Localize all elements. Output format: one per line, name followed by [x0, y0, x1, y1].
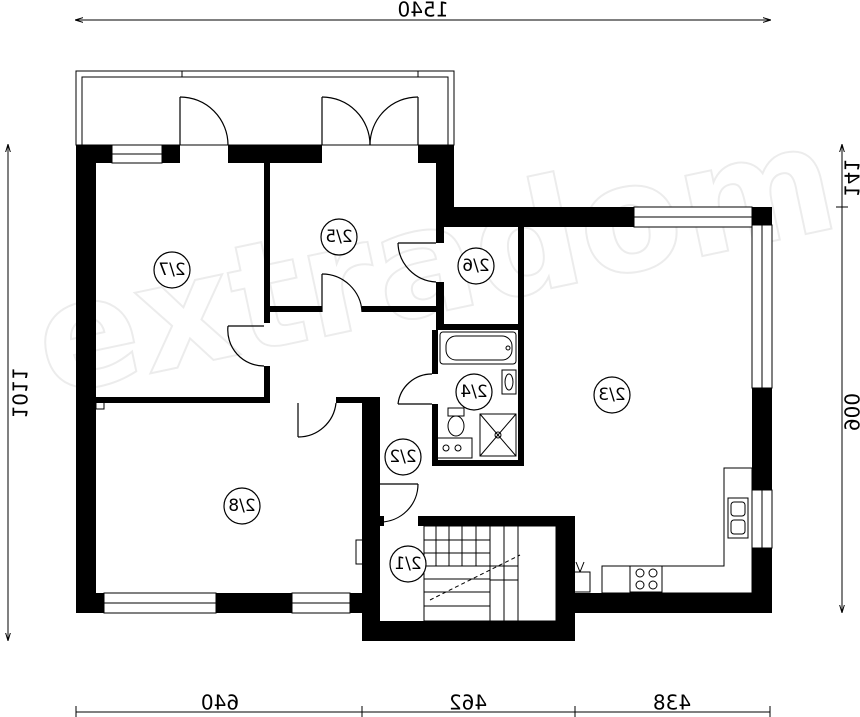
doors — [179, 96, 437, 523]
room-214: 2/4 — [455, 373, 493, 411]
appliance — [571, 571, 591, 593]
wash-basin — [501, 369, 517, 395]
svg-text:2/2: 2/2 — [389, 447, 416, 467]
svg-text:2/7: 2/7 — [158, 260, 185, 280]
svg-text:2/5: 2/5 — [325, 227, 352, 247]
svg-text:2/8: 2/8 — [228, 496, 255, 516]
room-216: 2/6 — [457, 247, 495, 285]
windows — [103, 144, 773, 614]
kitchen-sink — [727, 497, 749, 539]
svg-text:2/3: 2/3 — [598, 385, 625, 405]
wall-fixtures — [95, 398, 365, 565]
toilet-tank — [447, 407, 465, 417]
room-218: 2/8 — [223, 487, 261, 525]
staircase — [423, 525, 557, 622]
dim-top-total: 1540 — [398, 0, 449, 22]
room-labels: 2/7 2/5 2/6 2/3 2/4 2/2 2/8 2/1 — [153, 218, 631, 583]
dim-bottom-2: 462 — [449, 691, 487, 715]
dim-bottom-3: 438 — [653, 691, 691, 715]
dimension-labels: 1540 1011 141 900 640 462 438 — [8, 0, 860, 715]
svg-text:2/4: 2/4 — [460, 382, 487, 402]
room-217: 2/7 — [153, 251, 191, 289]
toilet — [447, 415, 465, 437]
door-jambs — [380, 516, 424, 526]
kitchen-counter — [601, 467, 753, 594]
bathroom-fixtures — [435, 331, 517, 459]
balcony — [75, 70, 455, 146]
kitchen-fixtures — [571, 467, 753, 594]
svg-text:2/1: 2/1 — [394, 554, 421, 574]
boiler — [435, 437, 473, 459]
exterior-walls — [76, 145, 772, 641]
dim-right-upper: 141 — [840, 159, 860, 197]
dim-left-total: 1011 — [8, 368, 32, 419]
hob — [629, 565, 663, 593]
bathtub — [439, 331, 517, 365]
room-211: 2/1 — [389, 545, 427, 583]
dim-bottom-1: 640 — [201, 691, 239, 715]
dimension-lines — [8, 20, 848, 717]
room-215: 2/5 — [320, 218, 358, 256]
room-212: 2/2 — [384, 438, 422, 476]
interior-walls — [96, 163, 524, 466]
stair-treads — [424, 526, 519, 621]
dim-right-total: 900 — [840, 393, 860, 431]
room-213: 2/3 — [593, 376, 631, 414]
shower — [479, 413, 517, 457]
svg-text:2/6: 2/6 — [462, 256, 489, 276]
